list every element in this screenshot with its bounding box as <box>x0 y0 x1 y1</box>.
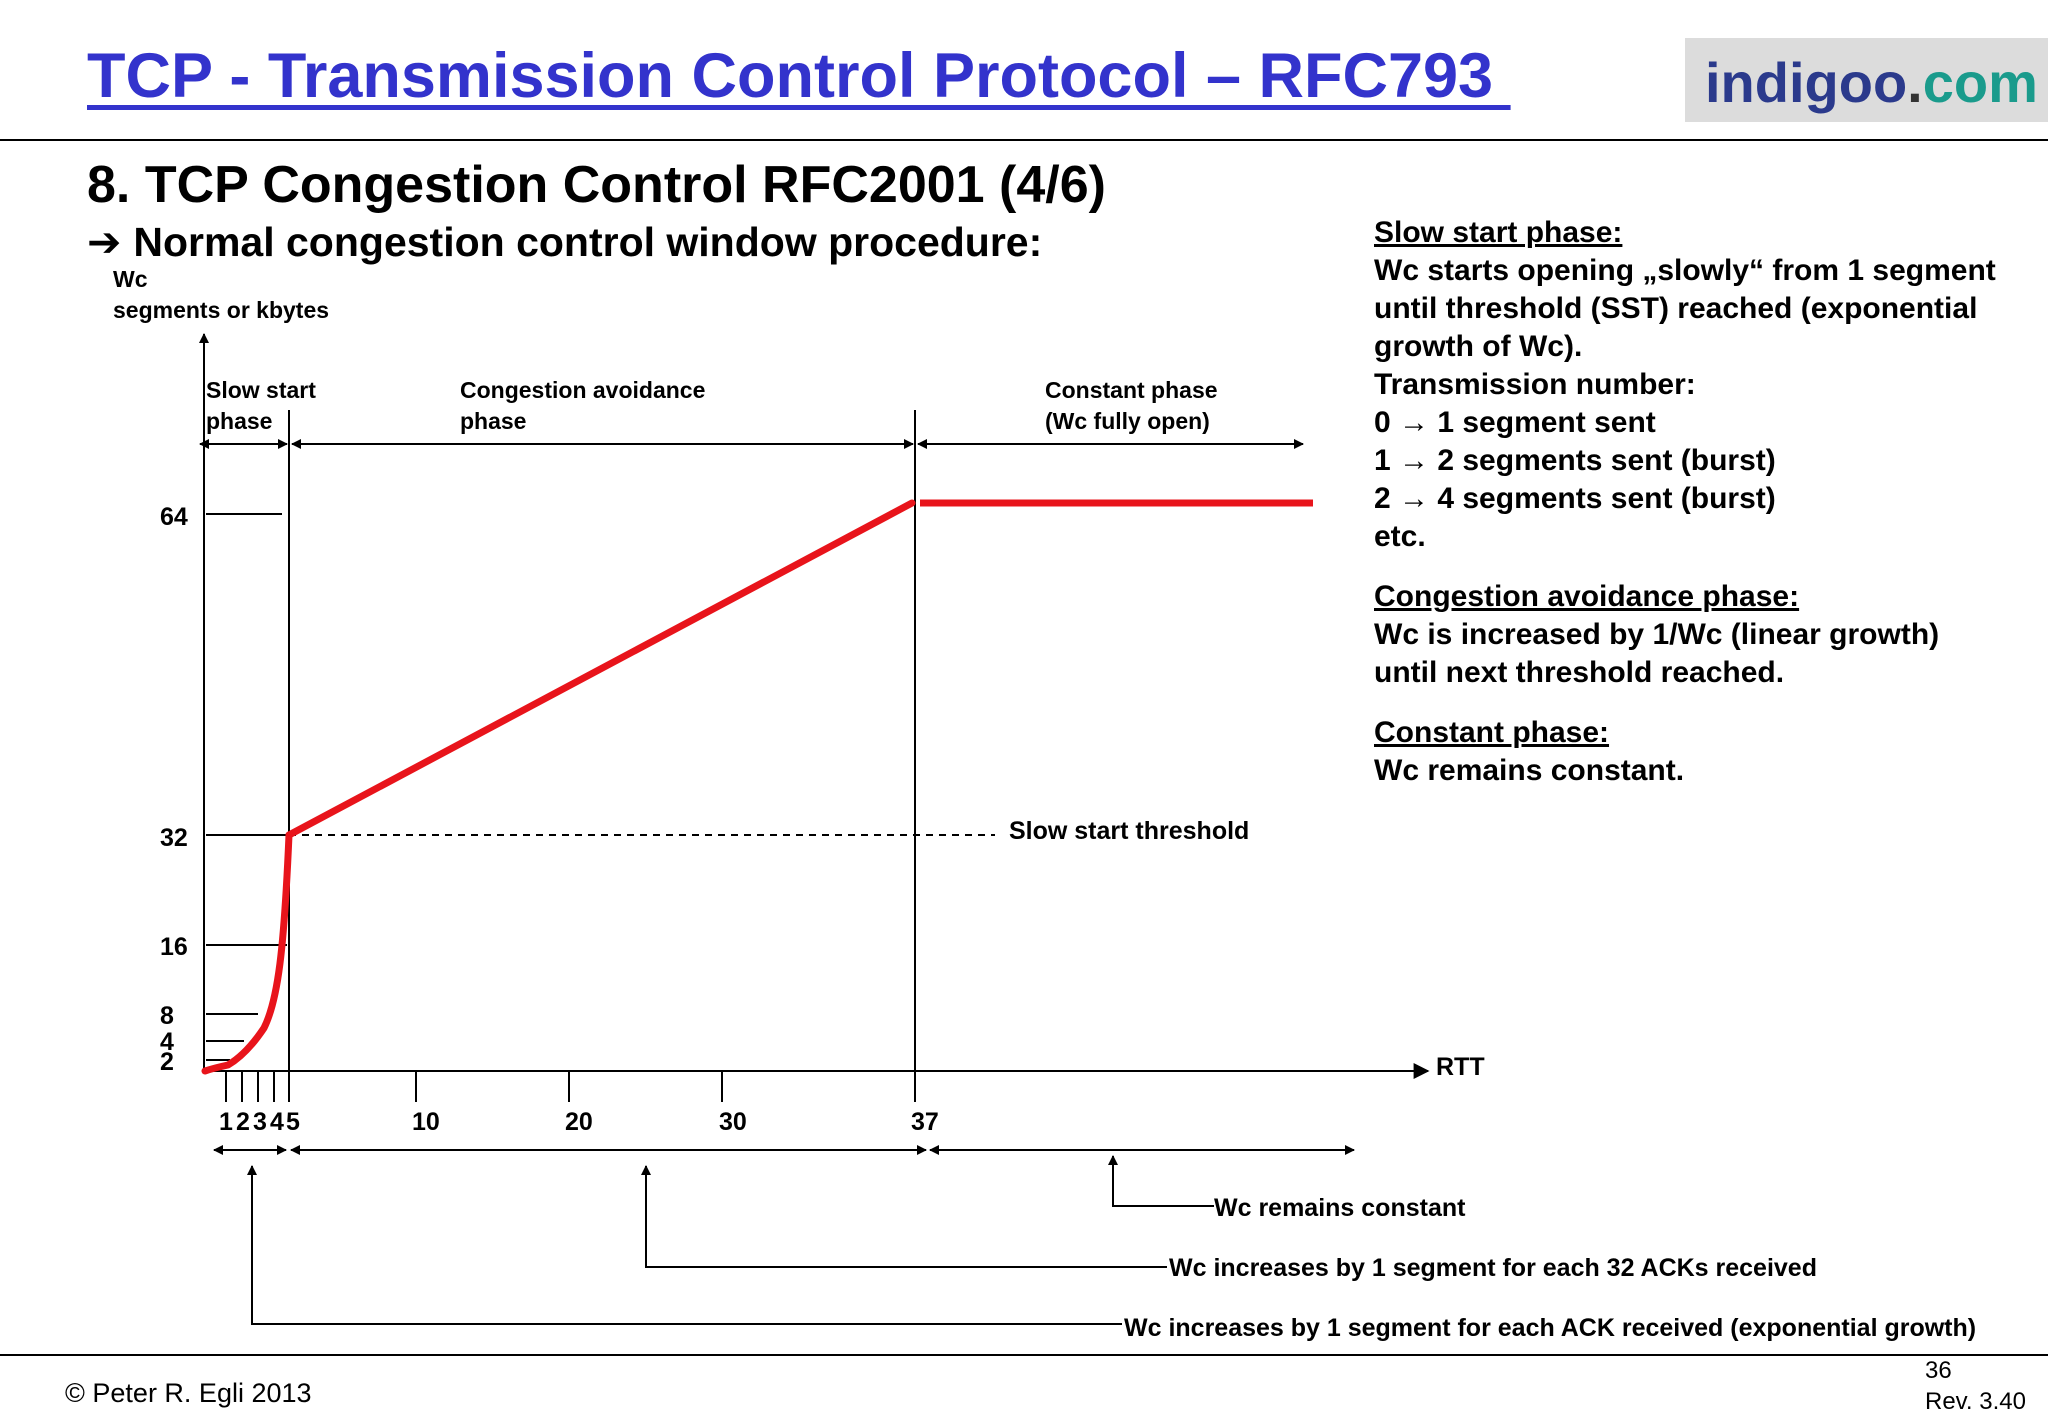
slow-start-heading: Slow start phase: <box>1374 216 1623 249</box>
callout-linear-label: Wc increases by 1 segment for each 32 AC… <box>1169 1254 1817 1282</box>
x-tick-label-5: 5 <box>286 1108 300 1136</box>
x-tick-label-4: 4 <box>270 1108 284 1136</box>
callout-linear-pointer <box>641 1165 1167 1268</box>
logo-part-3: com <box>1922 51 2038 114</box>
callout-constant-label: Wc remains constant <box>1214 1194 1466 1222</box>
logo-part-1: indigoo <box>1705 51 1908 114</box>
logo-box: indigoo.com <box>1685 38 2048 122</box>
slow-start-line: until threshold (SST) reached (exponenti… <box>1374 292 1978 325</box>
callout-exponential-pointer <box>247 1165 1122 1325</box>
slide-subtitle: ➔Normal congestion control window proced… <box>87 218 1042 266</box>
logo-part-2: . <box>1907 51 1923 114</box>
y-tick-label-2: 2 <box>160 1048 174 1076</box>
spacer <box>1374 556 1996 578</box>
callout-exponential-label: Wc increases by 1 segment for each ACK r… <box>1124 1314 1976 1342</box>
congestion-window-curve <box>201 499 1313 1075</box>
congestion-avoidance-line: Wc is increased by 1/Wc (linear growth) <box>1374 618 1940 651</box>
slow-start-line: Transmission number: <box>1374 368 1696 401</box>
y-ticks <box>206 513 287 1061</box>
slow-start-line: Wc starts opening „slowly“ from 1 segmen… <box>1374 254 1996 287</box>
congestion-avoidance-heading: Congestion avoidance phase: <box>1374 580 1800 613</box>
slow-start-line: etc. <box>1374 520 1426 553</box>
y-tick-label-8: 8 <box>160 1002 174 1030</box>
x-axis-label: RTT <box>1436 1053 1485 1081</box>
x-tick-label-20: 20 <box>565 1108 593 1136</box>
constant-phase-line: Wc remains constant. <box>1374 754 1685 787</box>
curve-slow-start <box>201 831 293 1075</box>
header-title: TCP - Transmission Control Protocol – RF… <box>87 41 1511 111</box>
constant-phase-heading: Constant phase: <box>1374 716 1610 749</box>
page-number: 36 <box>1925 1357 1952 1384</box>
x-tick-label-30: 30 <box>719 1108 747 1136</box>
slide-subtitle-text: Normal congestion control window procedu… <box>133 219 1043 265</box>
copyright: © Peter R. Egli 2013 <box>65 1378 312 1408</box>
slide-title: 8. TCP Congestion Control RFC2001 (4/6) <box>87 156 1106 214</box>
y-tick-label-32: 32 <box>160 824 188 852</box>
slow-start-line: 0 → 1 segment sent <box>1374 406 1656 439</box>
footer-divider <box>0 1354 2048 1356</box>
logo: indigoo.com <box>1705 50 2038 115</box>
explanation-panel: Slow start phase: Wc starts opening „slo… <box>1374 214 1996 790</box>
y-tick-label-4: 4 <box>160 1028 174 1056</box>
callout-constant-pointer <box>1108 1155 1214 1207</box>
phase-label-constant-2: (Wc fully open) <box>1045 408 1210 434</box>
page-info: 36 Rev. 3.40 <box>1925 1355 2026 1417</box>
slow-start-threshold-label: Slow start threshold <box>1009 817 1249 845</box>
spacer <box>1374 692 1996 714</box>
x-tick-label-37: 37 <box>911 1108 939 1136</box>
header-divider <box>0 139 2048 141</box>
slow-start-line: growth of Wc). <box>1374 330 1583 363</box>
phase-label-slow-start: Slow start <box>206 377 316 403</box>
y-tick-label-16: 16 <box>160 933 188 961</box>
curve-congestion-avoidance <box>285 499 916 839</box>
x-ticks <box>225 1071 723 1102</box>
x-tick-label-1: 1 <box>219 1108 233 1136</box>
x-tick-label-10: 10 <box>412 1108 440 1136</box>
phase-label-congestion-avoidance: Congestion avoidance <box>460 377 705 403</box>
slow-start-line: 2 → 4 segments sent (burst) <box>1374 482 1776 515</box>
phase-label-congestion-avoidance-2: phase <box>460 408 526 434</box>
phase-label-constant: Constant phase <box>1045 377 1218 403</box>
y-axis-label-units: segments or kbytes <box>113 297 329 323</box>
x-tick-label-3: 3 <box>253 1108 267 1136</box>
y-tick-label-64: 64 <box>160 503 188 531</box>
phase-label-slow-start-2: phase <box>206 408 272 434</box>
slow-start-line: 1 → 2 segments sent (burst) <box>1374 444 1776 477</box>
y-axis-label-wc: Wc <box>113 266 148 292</box>
x-tick-label-2: 2 <box>236 1108 250 1136</box>
congestion-avoidance-line: until next threshold reached. <box>1374 656 1785 689</box>
revision: Rev. 3.40 <box>1925 1388 2026 1415</box>
right-arrow-icon: ➔ <box>87 218 122 266</box>
